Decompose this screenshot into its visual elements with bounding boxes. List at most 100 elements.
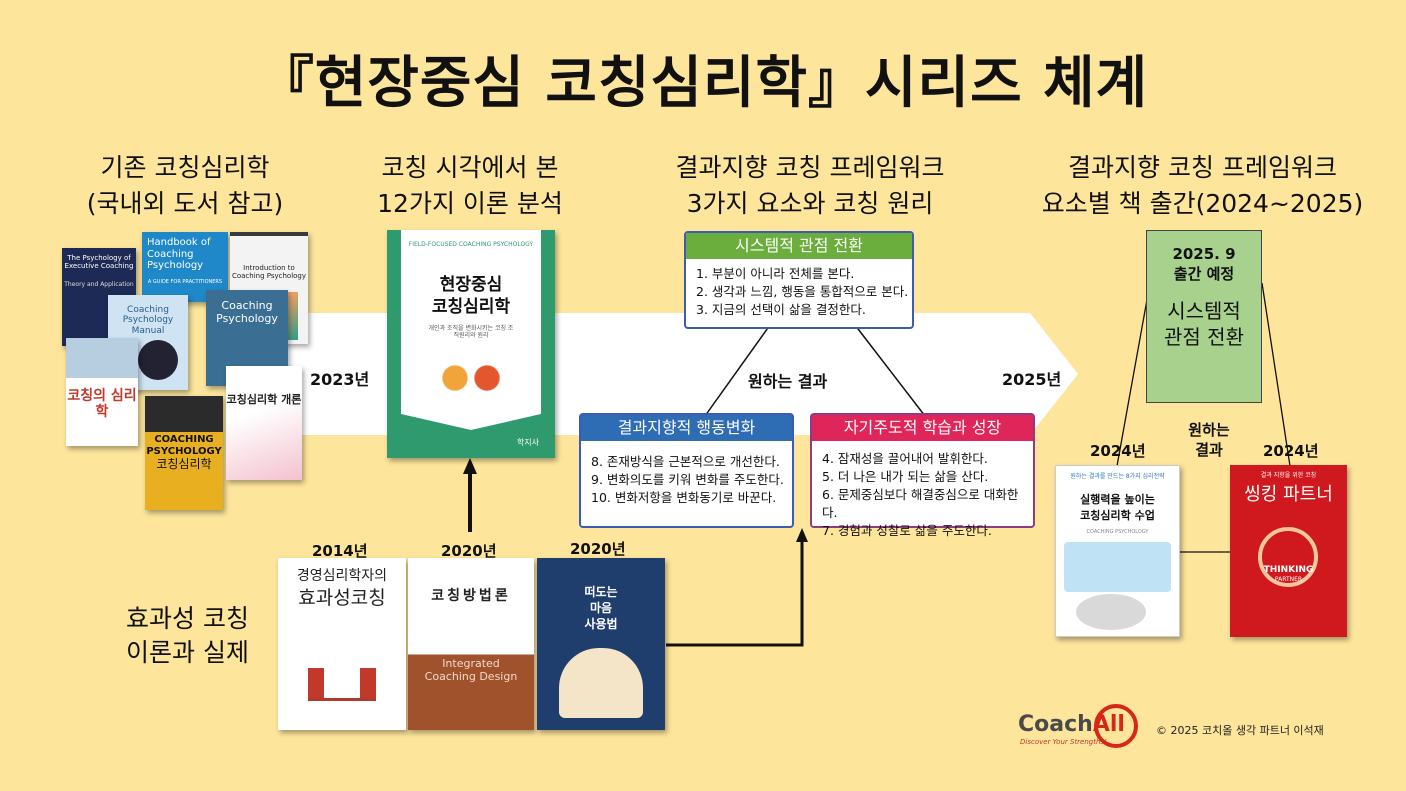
book-title: 코칭방법론 (431, 588, 511, 604)
cover-art (138, 340, 178, 380)
heading-line: 요소별 책 출간(2024~2025) (1041, 189, 1364, 218)
book-badge: THINKING (1263, 565, 1314, 575)
principle-item: 6. 문제중심보다 해결중심으로 대화한다. (822, 487, 1019, 520)
book-year: 2024년 (1090, 442, 1146, 460)
timeline-arrowhead (1030, 313, 1078, 435)
coachall-logo: CoachAll Discover Your Strengths! (1018, 704, 1148, 750)
box-header: 자기주도적 학습과 성장 (812, 415, 1033, 441)
box-behavior-change: 결과지향적 행동변화 8. 존재방식을 근본적으로 개선한다. 9. 변화의도를… (579, 413, 794, 528)
book-subtitle: Theory and Application (64, 281, 134, 288)
box-system-perspective: 시스템적 관점 전환 1. 부분이 아니라 전체를 본다. 2. 생각과 느낌,… (684, 231, 914, 329)
right-desired-outcome: 원하는 결과 (1174, 420, 1244, 460)
effectiveness-coaching-label: 효과성 코칭 이론과 실제 (100, 602, 275, 670)
cover-art (1064, 542, 1171, 592)
main-book-cover: FIELD-FOCUSED COACHING PSYCHOLOGY 현장중심 코… (387, 230, 555, 458)
book-coaching-methodology: 코칭방법론 Integrated Coaching Design (408, 558, 534, 730)
box-self-directed-learning: 자기주도적 학습과 성장 4. 잠재성을 끌어내어 발휘한다. 5. 더 나은 … (810, 413, 1035, 538)
book-badge: PARTNER (1274, 576, 1303, 583)
book-publisher: 학지사 (516, 438, 539, 447)
column-heading-framework: 결과지향 코칭 프레임워크 3가지 요소와 코칭 원리 (640, 150, 980, 222)
book-wandering-mind: 떠도는 마음 사용법 (537, 558, 665, 730)
label-line: 효과성 코칭 (126, 604, 249, 633)
book-effective-coaching: 경영심리학자의 효과성코칭 (278, 558, 406, 730)
principle-list: 4. 잠재성을 끌어내어 발휘한다. 5. 더 나은 내가 되는 삶을 산다. … (812, 441, 1033, 540)
box-header: 시스템적 관점 전환 (686, 233, 912, 259)
book-year: 2024년 (1263, 442, 1319, 460)
cover-illustration (431, 356, 511, 400)
book-eng-title: COACHING PSYCHOLOGY (1086, 529, 1149, 535)
principle-item: 4. 잠재성을 끌어내어 발휘한다. (822, 451, 988, 466)
book-subtitle: 코칭심리학 (156, 457, 212, 471)
heading-line: 3가지 요소와 코칭 원리 (686, 189, 934, 218)
upcoming-title: 관점 전환 (1164, 325, 1244, 349)
book-title: Introduction to Coaching Psychology (231, 264, 307, 281)
book-title: Handbook of Coaching Psychology (147, 237, 211, 271)
principle-list: 8. 존재방식을 근본적으로 개선한다. 9. 변화의도를 키워 변화를 주도한… (581, 441, 792, 507)
upcoming-title: 시스템적 (1167, 299, 1241, 323)
ref-book: 코칭심리학 개론 (226, 366, 302, 480)
book-title: The Psychology of Executive Coaching (64, 254, 134, 271)
cover-art (145, 396, 223, 432)
book-title: 현장중심 (439, 275, 503, 295)
heading-line: 12가지 이론 분석 (377, 189, 563, 218)
logo-tagline: Discover Your Strengths! (1020, 738, 1107, 746)
logo-text: Coach (1018, 712, 1093, 737)
column-heading-publications: 결과지향 코칭 프레임워크 요소별 책 출간(2024~2025) (1030, 150, 1375, 222)
book-subtitle: Integrated Coaching Design (424, 657, 518, 683)
book-subtitle: A GUIDE FOR PRACTITIONERS (147, 279, 223, 285)
timeline-end-year: 2025년 (1002, 370, 1062, 389)
ref-book: 코칭의 심리학 (66, 338, 138, 446)
book-title: Coaching Psychology (216, 299, 278, 325)
book-eng-title: FIELD-FOCUSED COACHING PSYCHOLOGY (408, 241, 534, 248)
column-heading-existing: 기존 코칭심리학 (국내외 도서 참고) (55, 150, 315, 222)
ship-wheel-icon (1258, 527, 1318, 587)
principle-item: 8. 존재방식을 근본적으로 개선한다. (591, 454, 780, 469)
book-thinking-partner: 결과 지향을 위한 코칭 씽킹 파트너 THINKING PARTNER (1230, 465, 1347, 637)
cover-illustration (559, 648, 643, 718)
book-execution-coaching: 원하는 결과를 만드는 8가지 심리전략 실행력을 높이는 코칭심리학 수업 C… (1055, 465, 1180, 637)
book-year: 2014년 (312, 542, 368, 560)
upcoming-date: 2025. 9 (1172, 245, 1236, 263)
book-year: 2020년 (441, 542, 497, 560)
logo-ring (1094, 704, 1138, 748)
heading-line: (국내외 도서 참고) (86, 189, 284, 218)
label-line: 결과 (1195, 441, 1223, 459)
principle-item: 5. 더 나은 내가 되는 삶을 산다. (822, 469, 989, 484)
heading-line: 코칭 시각에서 본 (381, 153, 559, 182)
timeline-start-year: 2023년 (310, 370, 370, 389)
ref-book: COACHING PSYCHOLOGY 코칭심리학 (145, 396, 223, 510)
principle-item: 10. 변화저항을 변화동기로 바꾼다. (591, 490, 777, 505)
upcoming-status: 출간 예정 (1173, 265, 1235, 283)
book-tagline: 원하는 결과를 만드는 8가지 심리전략 (1070, 473, 1165, 480)
principle-item: 2. 생각과 느낌, 행동을 통합적으로 본다. (696, 284, 909, 299)
book-title: 떠도는 (584, 585, 618, 599)
book-title: 경영심리학자의 (296, 568, 388, 584)
box-header: 결과지향적 행동변화 (581, 415, 792, 441)
cover-art (66, 338, 138, 378)
column-heading-theory: 코칭 시각에서 본 12가지 이론 분석 (340, 150, 600, 222)
book-title: Coaching Psychology Manual (122, 305, 174, 336)
logo-text: All (1092, 712, 1125, 737)
book-title: 사용법 (584, 617, 618, 631)
cover-illustration (308, 653, 376, 701)
principle-item: 9. 변화의도를 키워 변화를 주도한다. (591, 472, 784, 487)
page-title: 『현장중심 코칭심리학』시리즈 체계 (257, 51, 1149, 116)
book-title: 코칭의 심리학 (67, 388, 137, 421)
copyright: © 2025 코치올 생각 파트너 이석재 (1156, 724, 1324, 737)
book-title: 씽킹 파트너 (1244, 484, 1333, 505)
book-title: 실행력을 높이는 (1080, 493, 1155, 506)
desired-outcome-label: 원하는 결과 (748, 372, 828, 391)
cover-illustration (1076, 594, 1146, 630)
book-title: 코칭심리학 수업 (1080, 509, 1155, 522)
principle-item: 3. 지금의 선택이 삶을 결정한다. (696, 302, 866, 317)
book-title: 코칭심리학 (431, 297, 511, 317)
heading-line: 결과지향 코칭 프레임워크 (1068, 153, 1337, 182)
principle-item: 7. 경험과 성찰로 삶을 주도한다. (822, 523, 992, 538)
book-title: 마음 (589, 601, 613, 615)
book-year: 2020년 (570, 540, 626, 558)
book-title: 효과성코칭 (298, 587, 386, 609)
label-line: 원하는 (1188, 421, 1230, 439)
book-title: 코칭심리학 개론 (226, 393, 302, 406)
book-tagline: 결과 지향을 위한 코칭 (1260, 472, 1317, 479)
